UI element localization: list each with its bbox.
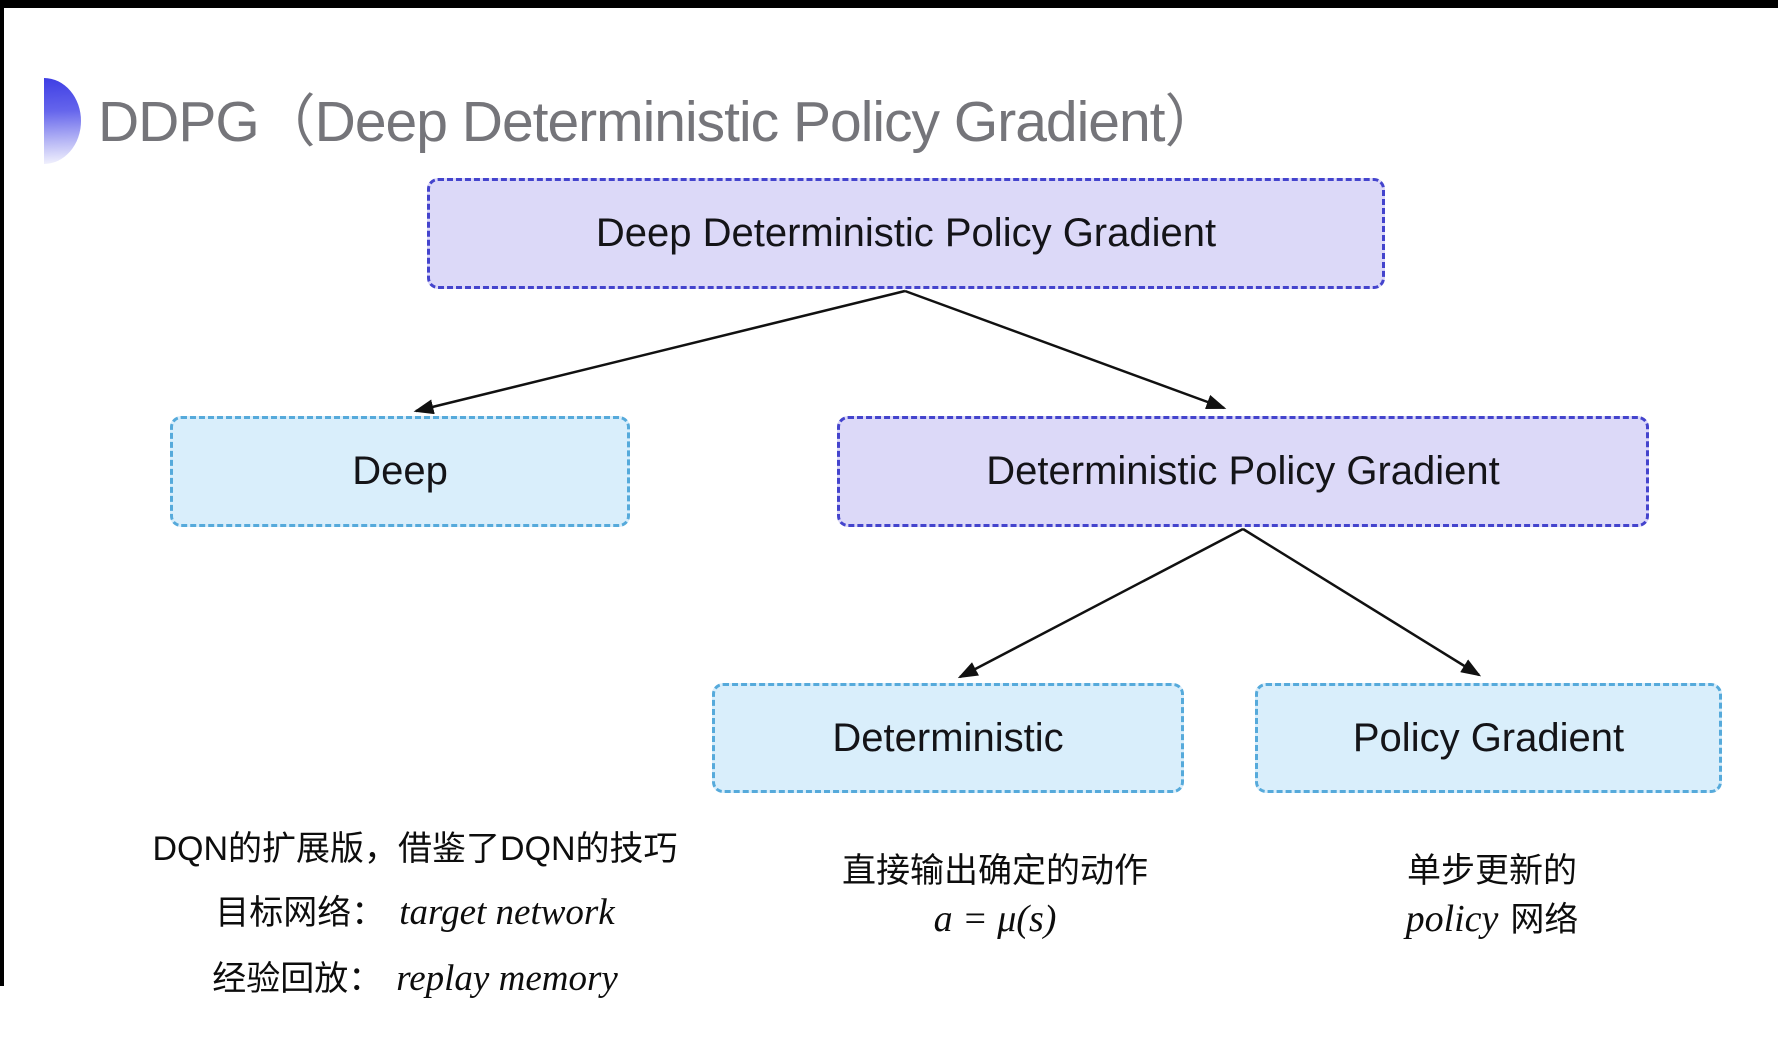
arrow-ddpg-to-deep <box>413 289 906 415</box>
note-deep: DQN的扩展版，借鉴了DQN的技巧 目标网络： target network 经… <box>110 830 720 1000</box>
arrow-ddpg-to-dpg <box>904 289 1227 410</box>
deterministic-note-formula: a = μ(s) <box>933 898 1057 940</box>
page-title: DDPG（Deep Deterministic Policy Gradient） <box>98 90 1222 154</box>
deep-note-item2-label: 经验回放： <box>212 960 383 998</box>
node-policy-gradient-label: Policy Gradient <box>1352 715 1625 760</box>
arrow-dpg-to-deterministic <box>957 527 1244 679</box>
deep-note-target-network: 目标网络： target network <box>215 891 614 934</box>
policy-gradient-note-line1: 单步更新的 <box>1407 852 1577 890</box>
node-dpg-label: Deterministic Policy Gradient <box>986 449 1500 493</box>
title-bullet-icon <box>44 78 81 164</box>
node-deterministic-label: Deterministic <box>832 715 1064 760</box>
policy-gradient-note-italic-word: policy <box>1405 898 1499 940</box>
deep-note-line1: DQN的扩展版，借鉴了DQN的技巧 <box>152 830 678 868</box>
note-policy-gradient: 单步更新的 policy 网络 <box>1292 852 1692 939</box>
policy-gradient-note-rest: 网络 <box>1510 901 1579 939</box>
deep-note-item2-value: replay memory <box>396 958 618 999</box>
deterministic-note-line1: 直接输出确定的动作 <box>842 852 1148 890</box>
note-deterministic: 直接输出确定的动作 a = μ(s) <box>795 852 1195 939</box>
deep-note-item1-label: 目标网络： <box>215 894 386 932</box>
arrow-dpg-to-policy-gradient <box>1242 527 1482 677</box>
node-ddpg-label: Deep Deterministic Policy Gradient <box>595 211 1217 255</box>
node-deep: Deep <box>170 416 630 527</box>
top-border-line <box>0 0 1778 8</box>
node-dpg: Deterministic Policy Gradient <box>837 416 1649 527</box>
node-deterministic: Deterministic <box>712 683 1184 793</box>
node-ddpg: Deep Deterministic Policy Gradient <box>427 178 1385 289</box>
policy-gradient-note-line2: policy 网络 <box>1406 899 1579 939</box>
deep-note-replay-memory: 经验回放： replay memory <box>212 957 618 1000</box>
left-border-line <box>0 0 4 986</box>
node-deep-label: Deep <box>352 449 448 493</box>
deep-note-item1-value: target network <box>399 892 615 933</box>
node-policy-gradient: Policy Gradient <box>1255 683 1722 793</box>
